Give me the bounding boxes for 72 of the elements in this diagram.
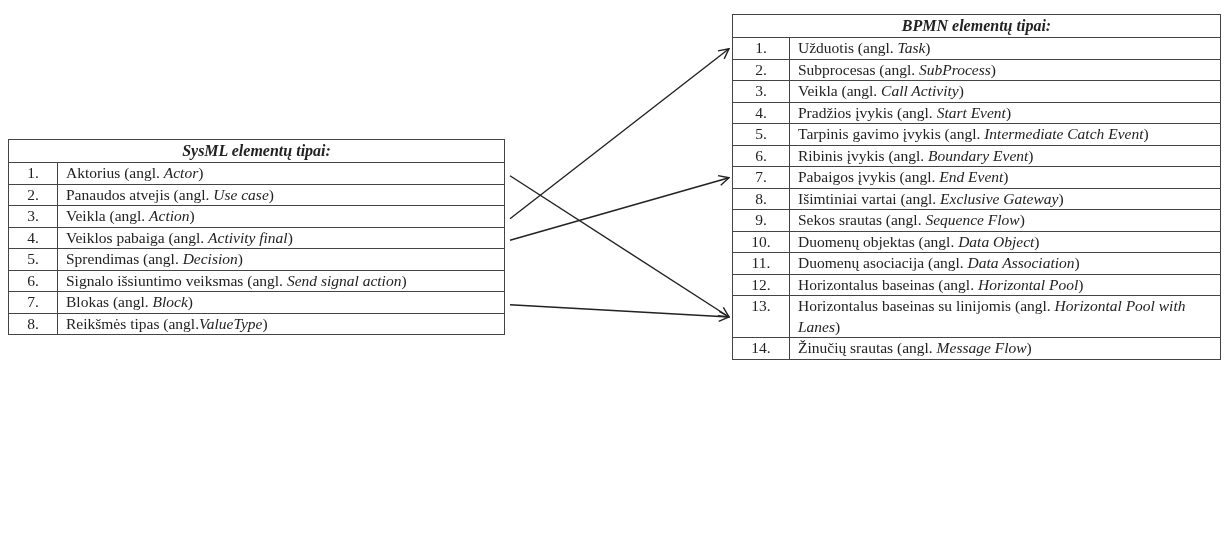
table-row <box>733 274 1220 296</box>
item-number: 14. <box>733 338 790 359</box>
table-row <box>733 59 1220 81</box>
table-row <box>733 188 1220 210</box>
element-type-text: Veikla (angl. Action) <box>65 206 196 226</box>
element-type-text: Pabaigos įvykis (angl. End Event) <box>797 167 1010 187</box>
table-row <box>9 227 504 249</box>
item-number: 5. <box>9 249 58 270</box>
element-type-text: Sekos srautas (angl. Sequence Flow) <box>797 210 1026 230</box>
table-row <box>733 81 1220 103</box>
item-number: 1. <box>733 38 790 59</box>
arrow <box>509 48 730 220</box>
element-type-text: Panaudos atvejis (angl. Use case) <box>65 184 275 205</box>
element-type-text: Horizontalus baseinas su linijomis (angl. Horizontal Pool with Lanes) <box>797 296 1187 337</box>
table-row <box>733 231 1220 253</box>
item-number: 6. <box>733 145 790 166</box>
item-number: 4. <box>733 102 790 123</box>
item-number: 8. <box>733 188 790 209</box>
table-row <box>733 210 1220 232</box>
table-heading: BPMN elementų tipai: <box>733 15 1220 38</box>
element-type-text: Žinučių srautas (angl. Message Flow) <box>797 338 1033 358</box>
table-heading: SysML elementų tipai: <box>9 140 504 163</box>
item-number: 7. <box>9 292 58 313</box>
element-type-text: Reikšmės tipas (angl.ValueType) <box>65 313 269 334</box>
table-row <box>9 270 504 292</box>
element-type-text: Duomenų objektas (angl. Data Object) <box>797 231 1041 252</box>
element-type-text: Veiklos pabaiga (angl. Activity final) <box>65 227 294 248</box>
arrow <box>509 175 730 241</box>
item-number: 9. <box>733 210 790 231</box>
table-row <box>733 124 1220 146</box>
element-type-text: Ribinis įvykis (angl. Boundary Event) <box>797 145 1035 166</box>
element-type-text: Aktorius (angl. Actor) <box>65 163 205 183</box>
table-row <box>9 206 504 228</box>
table <box>8 139 505 335</box>
item-number: 3. <box>733 81 790 102</box>
item-number: 6. <box>9 270 58 291</box>
element-type-text: Sprendimas (angl. Decision) <box>65 249 244 269</box>
item-number: 5. <box>733 124 790 145</box>
arrow <box>509 175 730 318</box>
item-number: 2. <box>733 59 790 80</box>
table-row <box>733 296 1220 338</box>
item-number: 10. <box>733 231 790 252</box>
element-type-text: Tarpinis gavimo įvykis (angl. Intermediate Catch Event) <box>797 124 1150 144</box>
element-type-text: Užduotis (angl. Task) <box>797 38 932 58</box>
item-number: 3. <box>9 206 58 227</box>
element-type-text: Išimtiniai vartai (angl. Exclusive Gateway) <box>797 188 1065 209</box>
element-type-text: Duomenų asociacija (angl. Data Association) <box>797 253 1081 273</box>
item-number: 4. <box>9 227 58 248</box>
element-type-text: Signalo išsiuntimo veiksmas (angl. Send signal action) <box>65 270 408 291</box>
element-type-text: Horizontalus baseinas (angl. Horizontal Pool) <box>797 274 1085 295</box>
table-row <box>9 184 504 206</box>
item-number: 7. <box>733 167 790 188</box>
table <box>732 14 1221 360</box>
element-type-text: Pradžios įvykis (angl. Start Event) <box>797 102 1013 123</box>
item-number: 13. <box>733 296 790 337</box>
table-row <box>733 38 1220 60</box>
table-row <box>733 253 1220 275</box>
item-number: 12. <box>733 274 790 295</box>
table-row <box>733 145 1220 167</box>
element-type-text: Subprocesas (angl. SubProcess) <box>797 59 997 80</box>
item-number: 1. <box>9 163 58 184</box>
item-number: 8. <box>9 313 58 334</box>
table-row <box>9 163 504 185</box>
table-row <box>733 167 1220 189</box>
item-number: 11. <box>733 253 790 274</box>
element-type-text: Veikla (angl. Call Activity) <box>797 81 965 101</box>
element-type-text: Blokas (angl. Block) <box>65 292 194 312</box>
table-row <box>9 292 504 314</box>
table-row <box>733 102 1220 124</box>
arrow <box>509 304 730 323</box>
item-number: 2. <box>9 184 58 205</box>
table-row <box>9 249 504 271</box>
